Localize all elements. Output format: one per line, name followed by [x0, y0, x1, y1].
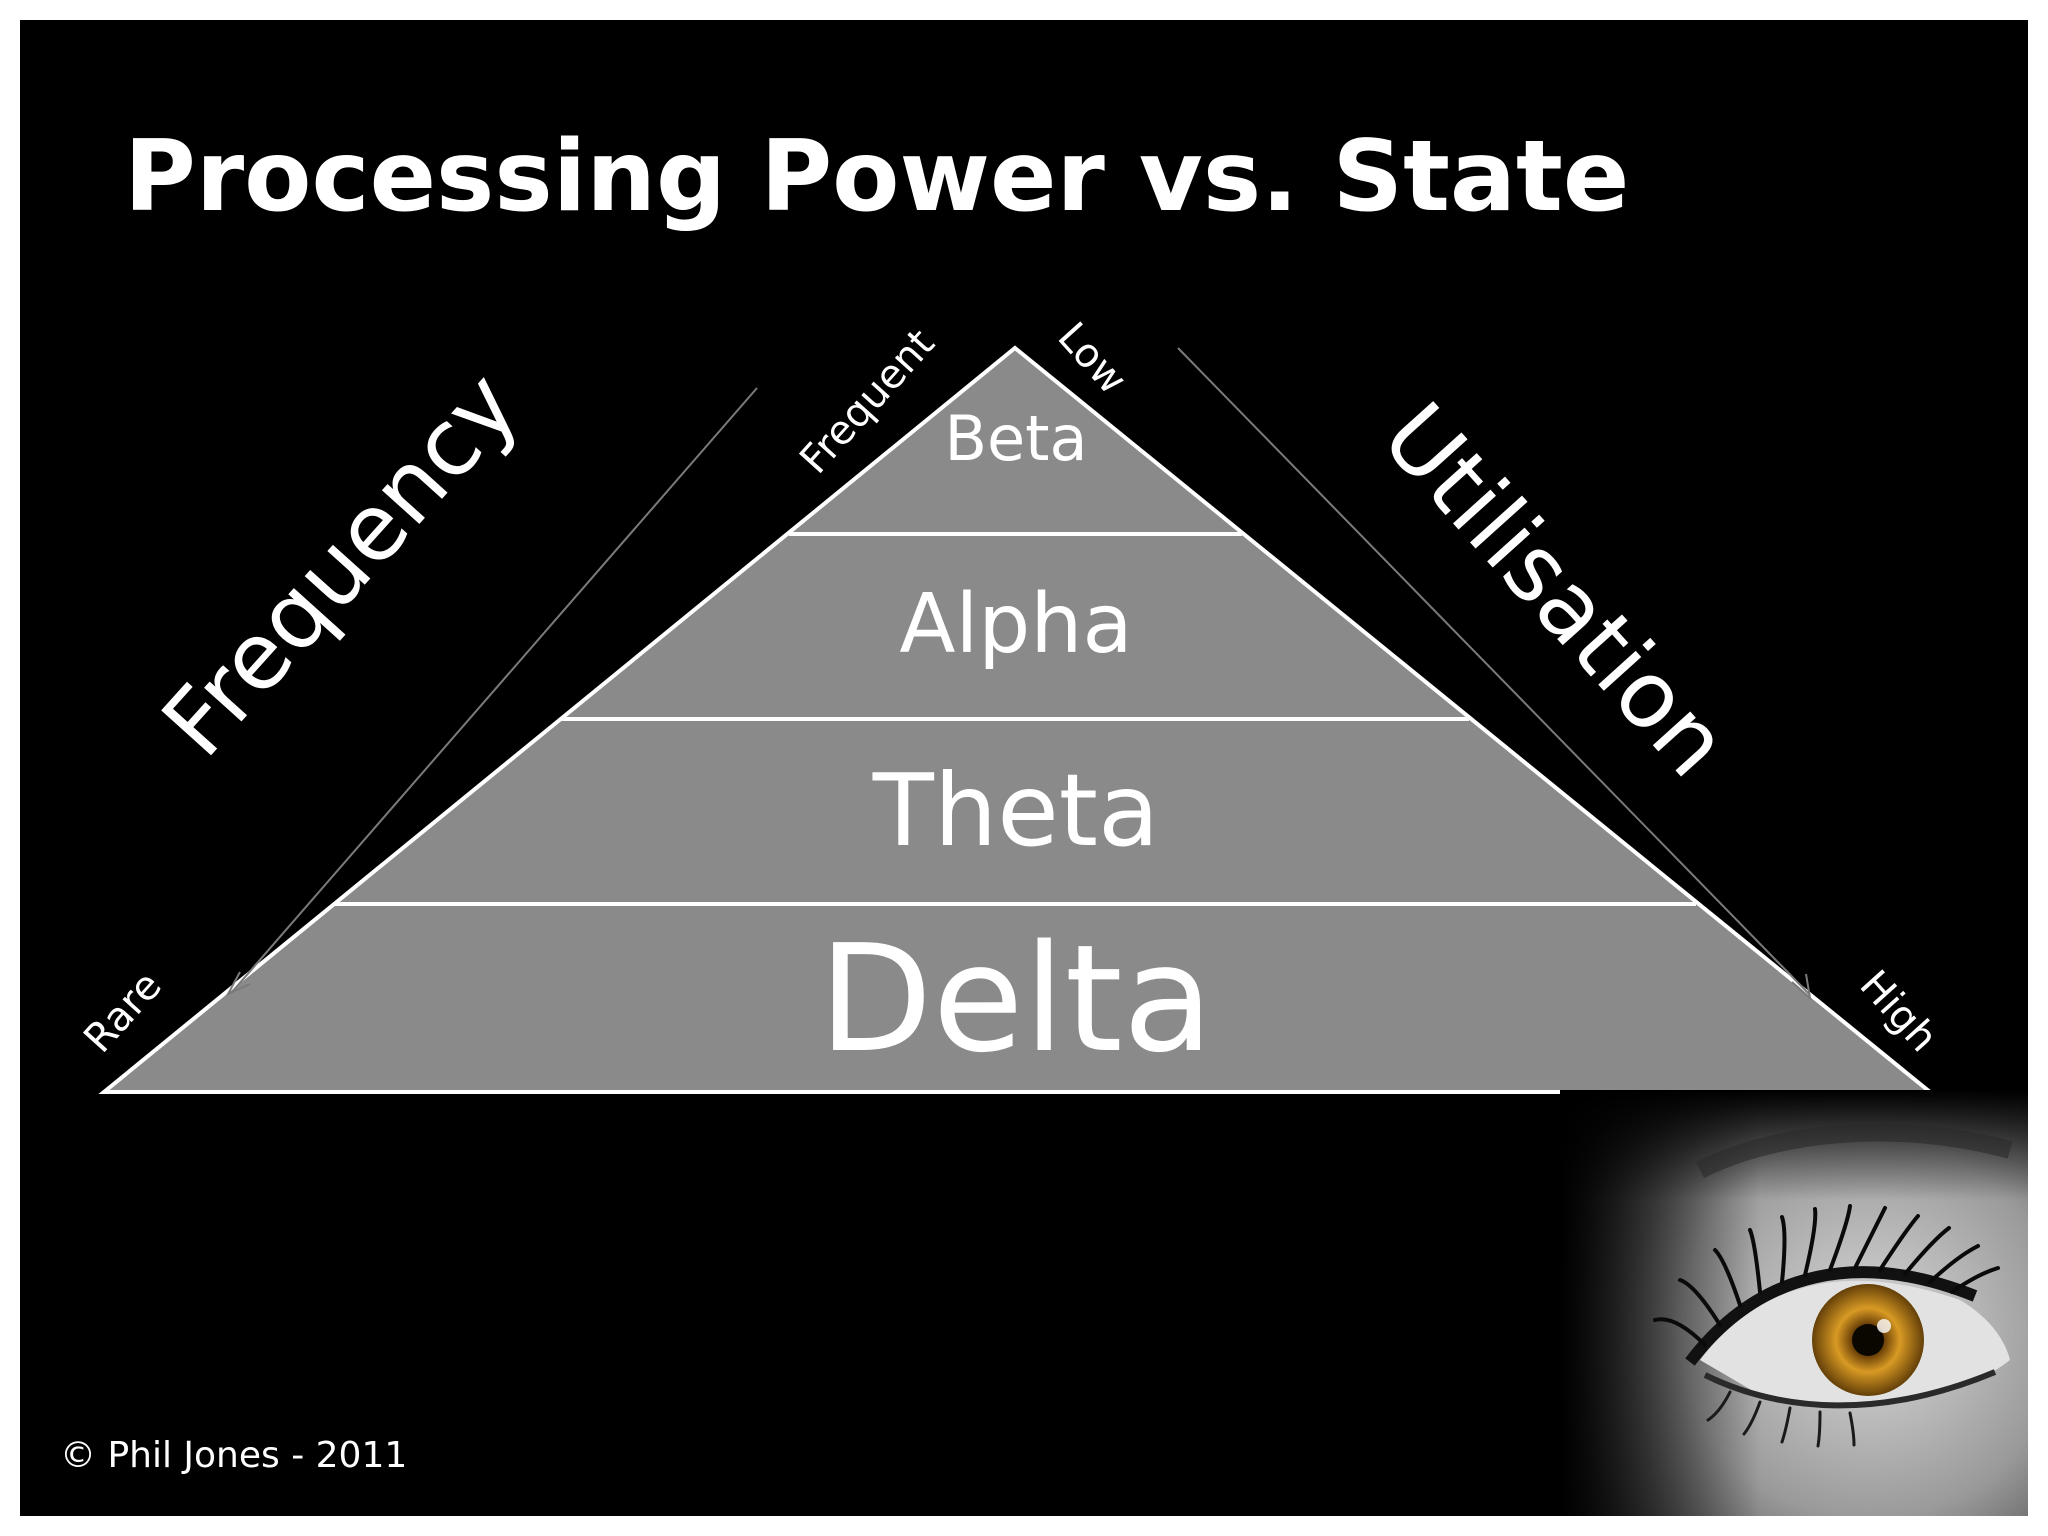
slide-title: Processing Power vs. State [124, 120, 1629, 234]
pyramid-diagram: Processing Power vs. State Beta Alpha Th… [60, 120, 2028, 1516]
layer-label-delta: Delta [819, 913, 1214, 1085]
layer-label-beta: Beta [945, 402, 1088, 475]
pyramid: Beta Alpha Theta Delta [98, 345, 1936, 1094]
layer-label-alpha: Alpha [899, 577, 1132, 672]
eye-photo [1560, 1090, 2028, 1516]
frequency-arrowhead [225, 971, 251, 997]
utilisation-arrow [1177, 347, 1811, 996]
utilisation-arrowhead [1791, 973, 1812, 1001]
frequency-arrow [231, 387, 758, 993]
copyright-text: © Phil Jones - 2011 [60, 1435, 407, 1476]
slide: Processing Power vs. State Beta Alpha Th… [20, 20, 2028, 1516]
frequency-label: Frequency [142, 352, 540, 777]
layer-label-theta: Theta [872, 752, 1159, 869]
